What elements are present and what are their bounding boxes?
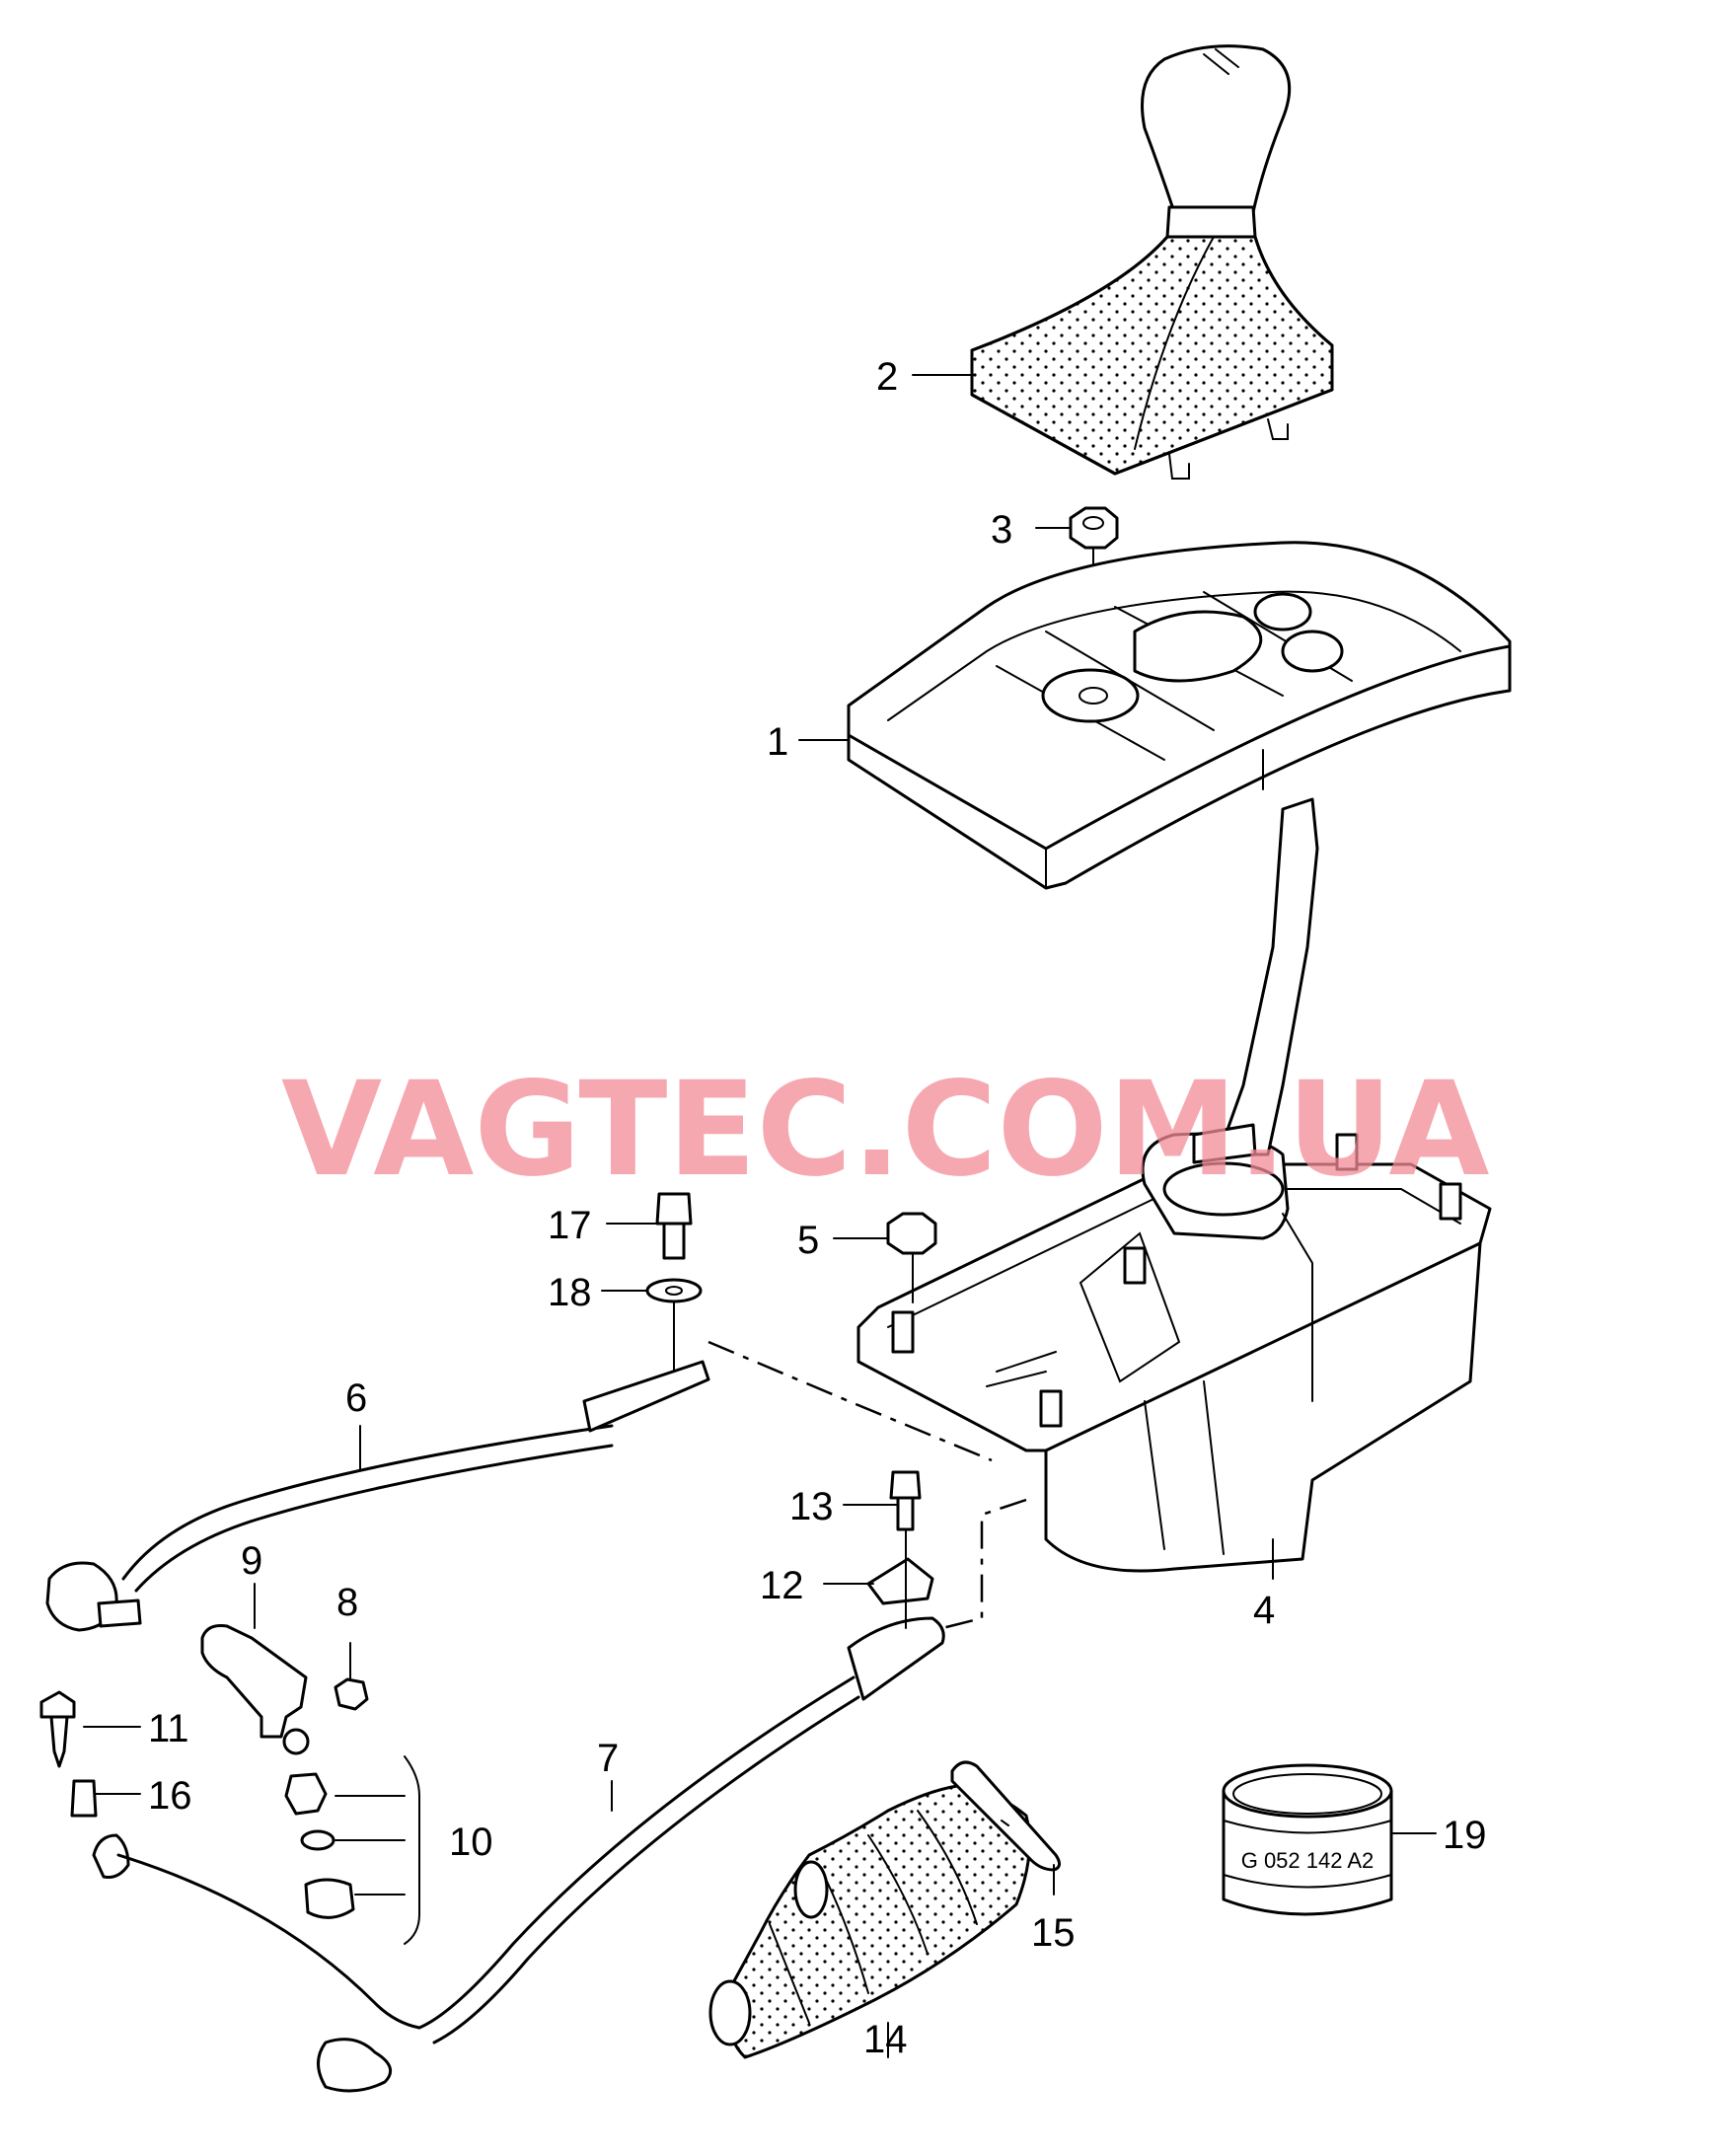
bolt-washer-parts-17-18	[645, 1192, 703, 1373]
dashed-connectors	[707, 1340, 1027, 1630]
shift-housing-part-4	[856, 797, 1492, 1573]
callout-5: 5	[797, 1219, 819, 1262]
callout-18: 18	[548, 1271, 592, 1314]
callout-13: 13	[789, 1485, 834, 1528]
selector-rod-part-6	[45, 1360, 710, 1632]
callout-3: 3	[991, 508, 1012, 552]
callout-9: 9	[241, 1539, 262, 1583]
ring-part-15	[950, 1760, 1061, 1872]
shift-rod-part-7	[92, 1616, 945, 2093]
callout-15: 15	[1031, 1911, 1076, 1955]
callout-8: 8	[336, 1581, 358, 1624]
callout-2: 2	[876, 355, 898, 399]
nut-part-5	[886, 1212, 937, 1303]
watermark: VAGTEC.COM.UA	[281, 1054, 1489, 1206]
callout-17: 17	[548, 1204, 592, 1247]
callout-19: 19	[1443, 1814, 1487, 1857]
leader-lines	[83, 374, 1437, 2058]
callout-1: 1	[767, 720, 788, 764]
callout-labels: 2 3 1 4 5 17 18 6 7 9 8 11 16 10 13 12 1…	[148, 355, 1487, 2061]
callout-7: 7	[597, 1737, 619, 1780]
callout-10: 10	[449, 1821, 493, 1864]
callout-6: 6	[345, 1376, 367, 1420]
small-hardware	[39, 1624, 420, 1945]
sleeve-part-19: G 052 142 A2	[1222, 1763, 1393, 1916]
clip-bolt-parts-12-13	[866, 1470, 934, 1629]
callout-12: 12	[760, 1564, 804, 1607]
callout-14: 14	[863, 2018, 908, 2061]
boot-part-14	[708, 1784, 1031, 2059]
cover-plate-part-1	[847, 541, 1512, 890]
callout-11: 11	[148, 1707, 189, 1750]
callout-4: 4	[1253, 1589, 1275, 1632]
callout-16: 16	[148, 1774, 192, 1818]
part-code-label: G 052 142 A2	[1241, 1848, 1375, 1873]
gear-knob-boot	[970, 44, 1334, 480]
